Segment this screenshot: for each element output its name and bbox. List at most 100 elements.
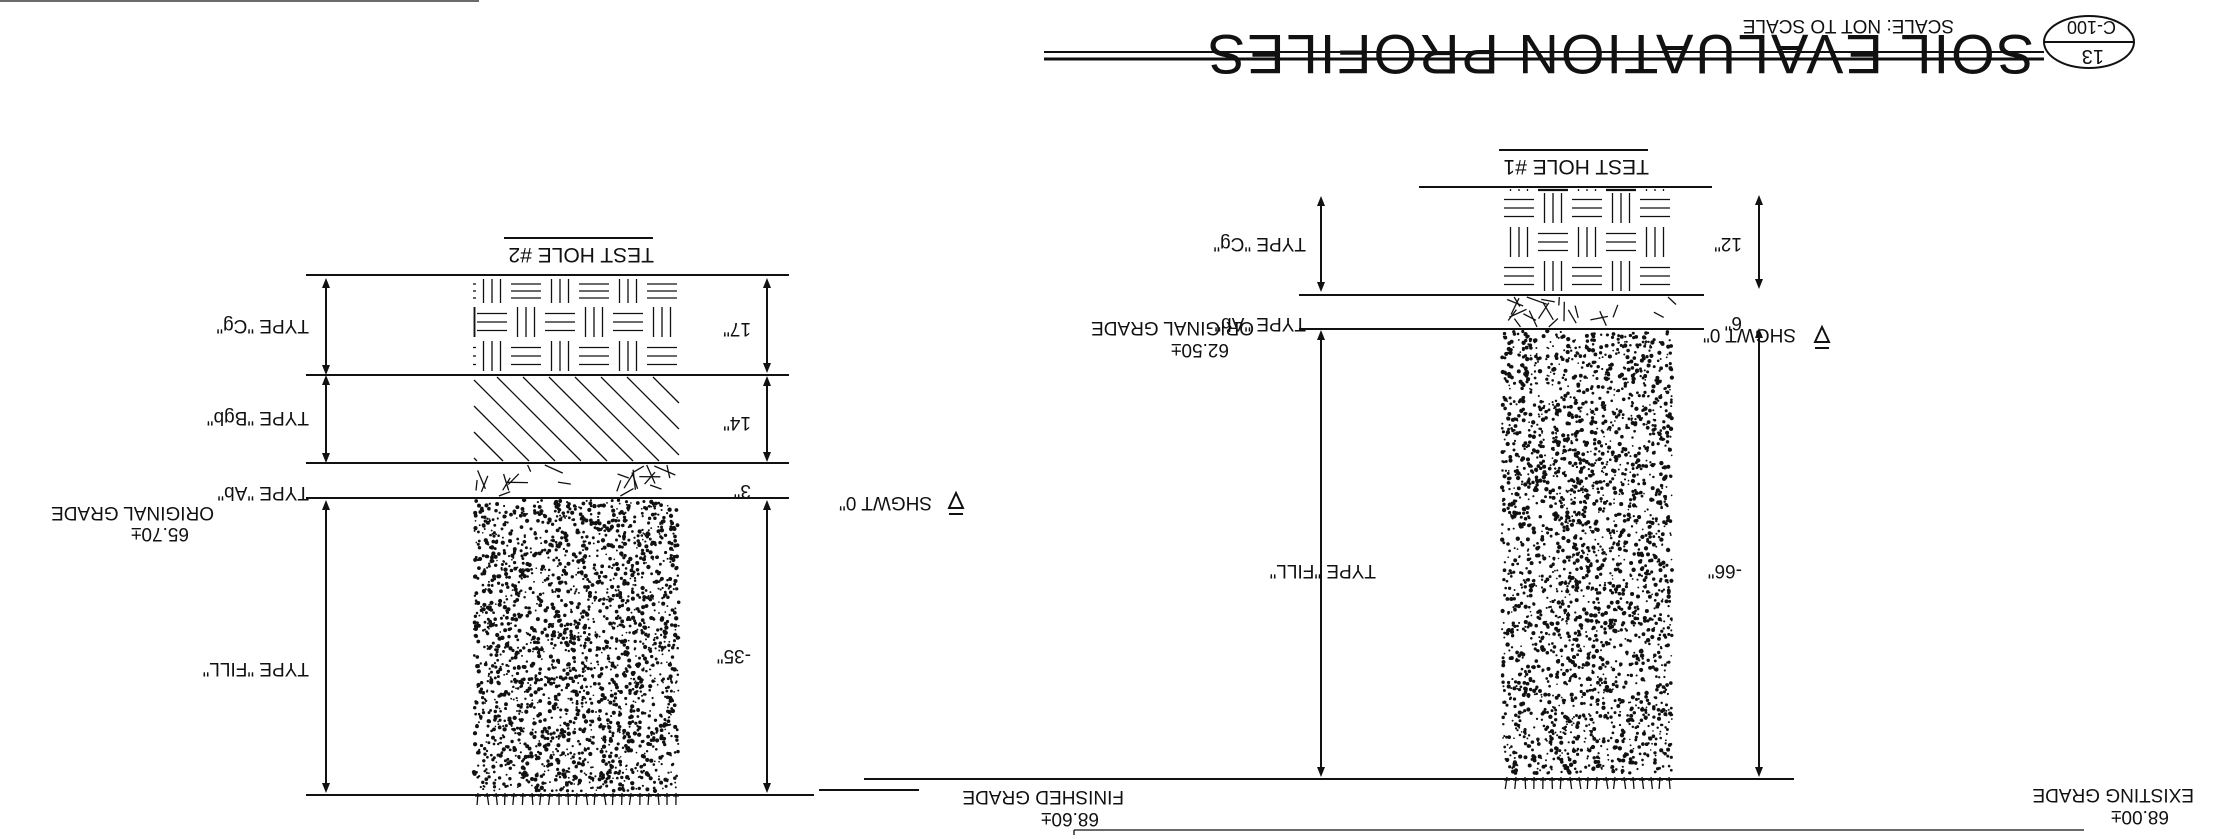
fill-dot xyxy=(1563,699,1567,702)
fill-dot xyxy=(1500,673,1505,677)
fill-dot xyxy=(1510,646,1514,649)
fill-dot xyxy=(1602,691,1605,694)
fill-dot xyxy=(1516,332,1520,336)
fill-dot xyxy=(1579,466,1584,471)
fill-dot xyxy=(1521,346,1525,350)
fill-dot xyxy=(1630,760,1635,765)
fill-dot xyxy=(498,511,501,514)
fill-dot xyxy=(1525,681,1530,686)
fill-dot xyxy=(550,663,554,666)
fill-dot xyxy=(1576,653,1580,657)
fill-dot xyxy=(1512,686,1517,691)
fill-dot xyxy=(1617,584,1622,588)
fill-dot xyxy=(584,656,588,660)
fill-dot xyxy=(673,623,678,628)
fill-dot xyxy=(535,755,541,760)
fill-dot xyxy=(1670,344,1673,347)
fill-dot xyxy=(494,603,497,605)
fill-dot xyxy=(666,595,670,600)
fill-dot xyxy=(510,697,513,700)
fill-dot xyxy=(1654,737,1658,741)
fill-dot xyxy=(1591,766,1596,770)
fill-dot xyxy=(1595,597,1600,601)
fill-dot xyxy=(1553,746,1559,751)
hole-1-shgwt: SHGWT 0" xyxy=(1703,324,1796,345)
fill-dot xyxy=(1510,492,1514,495)
fill-dot xyxy=(1571,500,1576,505)
fill-dot xyxy=(1596,759,1601,764)
fill-dot xyxy=(1565,720,1568,723)
fill-dot xyxy=(1629,749,1634,754)
fill-dot xyxy=(1503,593,1507,597)
fill-dot xyxy=(1620,481,1623,484)
fill-dot xyxy=(668,716,671,719)
fill-dot xyxy=(669,678,672,681)
fill-dot xyxy=(556,767,560,771)
fill-dot xyxy=(1566,585,1569,588)
fill-dot xyxy=(582,625,587,630)
fill-dot xyxy=(1625,650,1629,655)
fill-dot xyxy=(481,701,485,705)
fill-dot xyxy=(1572,722,1575,725)
fill-dot xyxy=(559,724,562,727)
fill-dot xyxy=(482,602,487,607)
fill-dot xyxy=(1634,491,1639,496)
fill-dot xyxy=(567,697,570,700)
fill-dot xyxy=(1546,710,1549,714)
fill-dot xyxy=(600,692,605,698)
ab-stroke xyxy=(1513,296,1521,307)
fill-dot xyxy=(611,508,616,513)
fill-dot xyxy=(644,540,647,543)
fill-dot xyxy=(546,680,551,684)
fill-dot xyxy=(1552,723,1556,727)
fill-dot xyxy=(1632,552,1636,556)
fill-dot xyxy=(1644,690,1649,696)
fill-dot xyxy=(522,727,525,730)
fill-dot xyxy=(538,671,542,675)
fill-dot xyxy=(577,778,583,783)
fill-dot xyxy=(1580,701,1584,706)
fill-dot xyxy=(605,616,609,621)
fill-dot xyxy=(665,695,670,700)
fill-dot xyxy=(587,648,592,653)
fill-dot xyxy=(649,647,652,650)
fill-dot xyxy=(487,675,490,677)
fill-dot xyxy=(1592,736,1597,741)
fill-dot xyxy=(1513,680,1518,684)
fill-dot xyxy=(1574,346,1577,350)
fill-dot xyxy=(504,745,508,748)
fill-dot xyxy=(1637,552,1641,557)
fill-dot xyxy=(508,766,513,771)
fill-dot xyxy=(1505,631,1510,636)
fill-dot xyxy=(669,689,673,693)
fill-dot xyxy=(1664,386,1667,390)
fill-dot xyxy=(635,655,637,657)
fill-dot xyxy=(1652,730,1654,732)
fill-dot xyxy=(597,518,600,522)
fill-dot xyxy=(1513,487,1515,489)
fill-dot xyxy=(554,666,557,669)
fill-dot xyxy=(1545,480,1550,485)
fill-dot xyxy=(1562,373,1566,377)
fill-dot xyxy=(1558,363,1561,366)
fill-dot xyxy=(532,706,536,709)
fill-dot xyxy=(664,784,668,788)
fill-dot xyxy=(1587,748,1592,753)
fill-dot xyxy=(1570,415,1575,419)
fill-dot xyxy=(1572,643,1575,646)
fill-dot xyxy=(1544,487,1549,492)
fill-dot xyxy=(1501,660,1506,664)
fill-dot xyxy=(636,770,639,772)
fill-dot xyxy=(1583,740,1586,743)
fill-dot xyxy=(1586,450,1589,454)
bgb-hatch xyxy=(548,376,634,462)
fill-dot xyxy=(582,631,587,635)
fill-dot xyxy=(661,646,665,650)
fill-dot xyxy=(550,736,555,740)
fill-dot xyxy=(1538,639,1542,643)
fill-dot xyxy=(1592,546,1596,550)
fill-dot xyxy=(1506,476,1511,481)
fill-dot xyxy=(1588,677,1592,682)
fill-dot xyxy=(1666,579,1669,582)
fill-dot xyxy=(497,552,501,556)
